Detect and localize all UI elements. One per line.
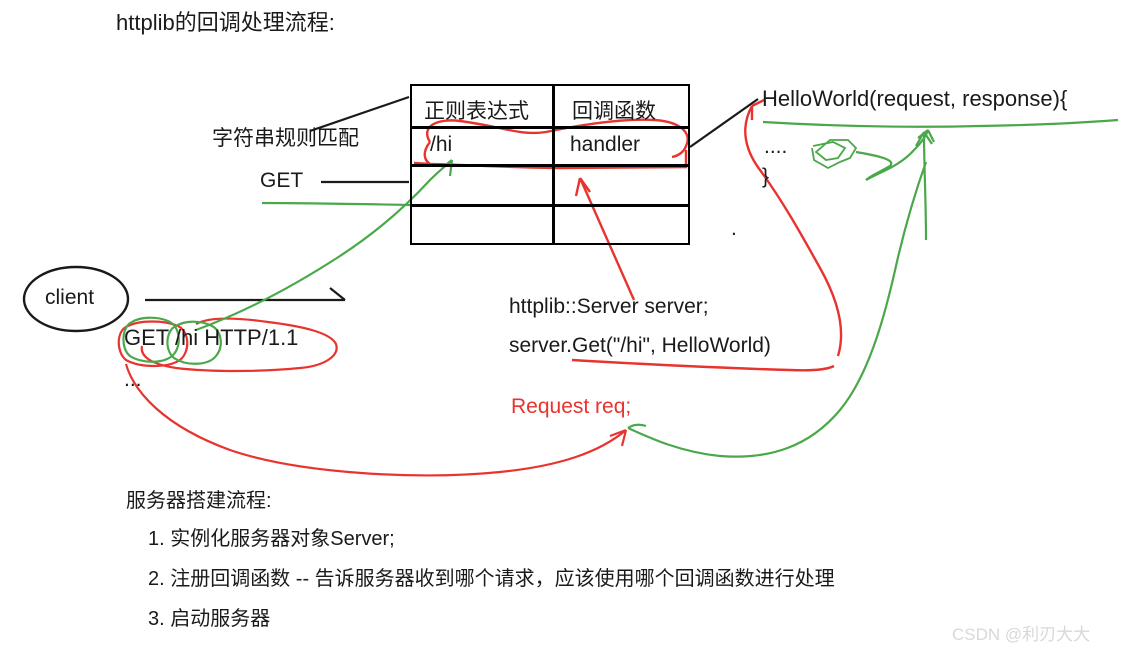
code-line-server-get: server.Get("/hi", HelloWorld)	[509, 334, 771, 357]
table-hline-1	[412, 126, 688, 129]
server-flow-item-2: 2. 注册回调函数 -- 告诉服务器收到哪个请求，应该使用哪个回调函数进行处理	[148, 568, 835, 590]
green-arrow-request	[915, 131, 933, 241]
client-request-arrow	[145, 287, 346, 302]
page-title: httplib的回调处理流程:	[116, 10, 335, 35]
http-request-more: ...	[124, 368, 142, 391]
green-doodle	[811, 139, 858, 170]
stray-dot: .	[731, 217, 737, 240]
table-cell-regex-value: /hi	[430, 133, 453, 156]
http-request-line: GET /hi HTTP/1.1	[124, 325, 299, 350]
handler-signature: HelloWorld(request, response){	[762, 86, 1068, 111]
pointer-line-match	[309, 95, 410, 133]
handler-body: ....	[764, 135, 788, 158]
server-flow-item-3: 3. 启动服务器	[148, 608, 271, 630]
server-flow-title: 服务器搭建流程:	[126, 490, 272, 512]
table-hline-3	[412, 204, 688, 207]
code-request-object: Request req;	[511, 395, 632, 418]
green-arrow-response	[865, 129, 935, 181]
csdn-watermark: CSDN @利刃大大	[952, 625, 1091, 644]
client-label: client	[45, 286, 95, 309]
pointer-line-handler	[689, 98, 759, 148]
red-underline-code	[571, 358, 835, 372]
table-header-regex: 正则表达式	[424, 100, 529, 123]
label-string-rule-match: 字符串规则匹配	[212, 127, 359, 150]
routing-table	[410, 84, 690, 245]
green-doodle-link	[855, 150, 893, 181]
table-hline-2	[412, 164, 688, 167]
table-cell-callback-value: handler	[570, 133, 641, 156]
label-get-method: GET	[260, 169, 304, 192]
handler-closing-brace: }	[762, 165, 770, 188]
table-header-callback: 回调函数	[572, 100, 656, 123]
green-underline-signature	[762, 118, 1119, 128]
green-tail-request	[627, 423, 647, 429]
code-line-server-decl: httplib::Server server;	[509, 295, 709, 318]
red-curve-to-request-req	[124, 363, 628, 477]
green-underline-get	[261, 201, 411, 207]
red-curve-to-helloworld	[744, 98, 843, 357]
server-flow-item-1: 1. 实例化服务器对象Server;	[148, 528, 395, 550]
